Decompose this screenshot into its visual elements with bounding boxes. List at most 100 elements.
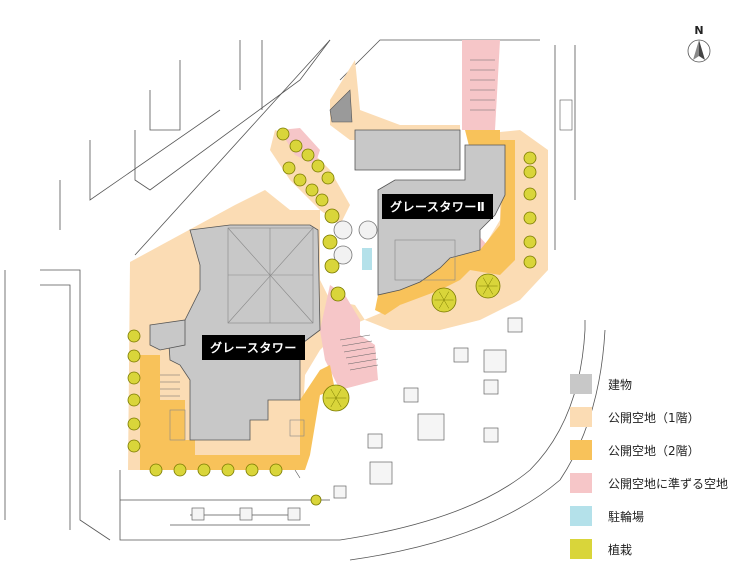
planter [369, 461, 393, 485]
legend-label: 公開空地（2階） [608, 444, 700, 458]
tower-1-label: グレースタワー [202, 335, 305, 360]
tree-branch [443, 291, 450, 301]
tree-icon [127, 417, 141, 431]
planter [287, 507, 301, 521]
tree-branch [482, 285, 489, 295]
legend-item-building: 建物 [570, 374, 740, 407]
planter [191, 507, 205, 521]
tree-branch [482, 277, 489, 287]
planter [403, 387, 419, 403]
bicycle-parking [362, 248, 372, 270]
legend-label: 公開空地（1階） [608, 411, 700, 425]
open-space-ground-walk [270, 130, 350, 225]
legend-swatch [570, 506, 592, 526]
tree-icon [293, 173, 307, 187]
tree-icon [523, 235, 537, 249]
legend-label: 建物 [608, 378, 633, 392]
legend-label: 駐輪場 [608, 510, 645, 524]
planter [333, 485, 347, 499]
planter [507, 317, 523, 333]
tree-icon [149, 463, 163, 477]
tree-icon [269, 463, 283, 477]
planter [367, 433, 383, 449]
legend-swatch [570, 473, 592, 493]
legend-swatch [570, 374, 592, 394]
tree-icon [315, 193, 329, 207]
planter [453, 347, 469, 363]
legend-item-open-space-1f: 公開空地（1階） [570, 407, 740, 440]
open-space-second-west [140, 355, 335, 470]
bicycle-parking-area [362, 248, 372, 270]
tree-icon [330, 286, 346, 302]
legend-swatch [570, 539, 592, 559]
tree-icon [289, 139, 303, 153]
planter [483, 349, 507, 373]
legend-swatch [570, 407, 592, 427]
quasi-open-plaza [320, 285, 378, 390]
plaza-planters [191, 317, 523, 521]
round-planters [333, 220, 378, 265]
tree-icon [221, 463, 235, 477]
tree-icon [321, 171, 335, 185]
tree-branch [330, 388, 337, 399]
legend-label: 公開空地に準ずる空地 [608, 477, 729, 491]
legend-item-open-space-2f: 公開空地（2階） [570, 440, 740, 473]
tree-icon [523, 211, 537, 225]
north-arrow: N [687, 24, 711, 66]
tree-icon [523, 187, 537, 201]
tree-icon [523, 165, 537, 179]
tree-branch [443, 299, 450, 309]
tree-icon [127, 393, 141, 407]
legend-swatch [570, 440, 592, 460]
tree-icon [197, 463, 211, 477]
tree-icon [523, 255, 537, 269]
tower-2-label: グレースタワーⅡ [382, 194, 494, 219]
planter [483, 379, 499, 395]
tree-icon [127, 371, 141, 385]
legend-item-planting: 植栽 [570, 539, 740, 572]
tree-branch [330, 397, 337, 408]
open-space-second-east [375, 130, 515, 315]
tree-icon [311, 159, 325, 173]
tower-2-annex [354, 129, 461, 171]
tree-branch [487, 285, 494, 295]
tree-icon [276, 127, 290, 141]
tree-branch [335, 397, 342, 408]
stairs [160, 59, 495, 397]
tree-icon [282, 161, 296, 175]
planter [239, 507, 253, 521]
tower-2-footprint [377, 144, 506, 296]
open-space-second [140, 130, 515, 470]
tree-icon [305, 183, 319, 197]
planter [483, 427, 499, 443]
legend: 建物 公開空地（1階） 公開空地（2階） 公開空地に準ずる空地 駐輪場 植栽 [570, 374, 740, 572]
compass-icon [687, 39, 711, 63]
tree-icon [245, 463, 259, 477]
tree-branch [438, 291, 445, 301]
quasi-open-north [462, 40, 500, 130]
tree-icon [324, 258, 340, 274]
tree-icon [127, 349, 141, 363]
tree-icon [310, 494, 322, 506]
north-letter: N [694, 24, 704, 37]
legend-item-quasi-open-space: 公開空地に準ずる空地 [570, 473, 740, 506]
tree-branch [438, 299, 445, 309]
building-grid [169, 227, 456, 441]
tree-icon [322, 234, 338, 250]
buildings [149, 129, 506, 441]
tree-branch [487, 277, 494, 287]
tree-icon [127, 329, 141, 343]
open-space-ground-upper [330, 60, 460, 140]
tower-1-annex [149, 319, 186, 351]
tree-icon [324, 208, 340, 224]
tree-branch [335, 388, 342, 399]
adjacent-structures [329, 89, 573, 131]
tree-icon [301, 148, 315, 162]
tree-icon [523, 151, 537, 165]
tree-icon [173, 463, 187, 477]
legend-item-bicycle-parking: 駐輪場 [570, 506, 740, 539]
tree-icon [127, 439, 141, 453]
trees [127, 127, 537, 506]
